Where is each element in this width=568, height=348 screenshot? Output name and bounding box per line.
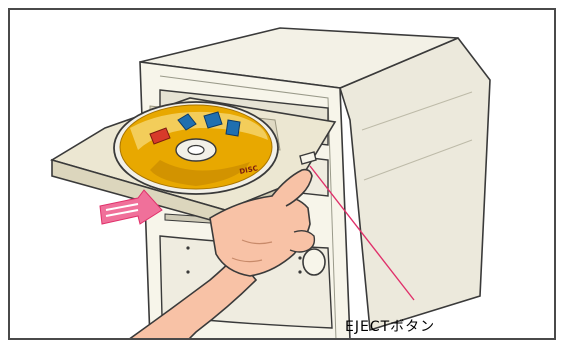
eject-button-callout-label: EJECTボタン	[345, 316, 435, 336]
illustration-frame: DISC EJECTボタン	[8, 8, 556, 340]
cd-disc: DISC	[114, 102, 278, 194]
cd-insert-illustration: DISC	[10, 10, 556, 340]
